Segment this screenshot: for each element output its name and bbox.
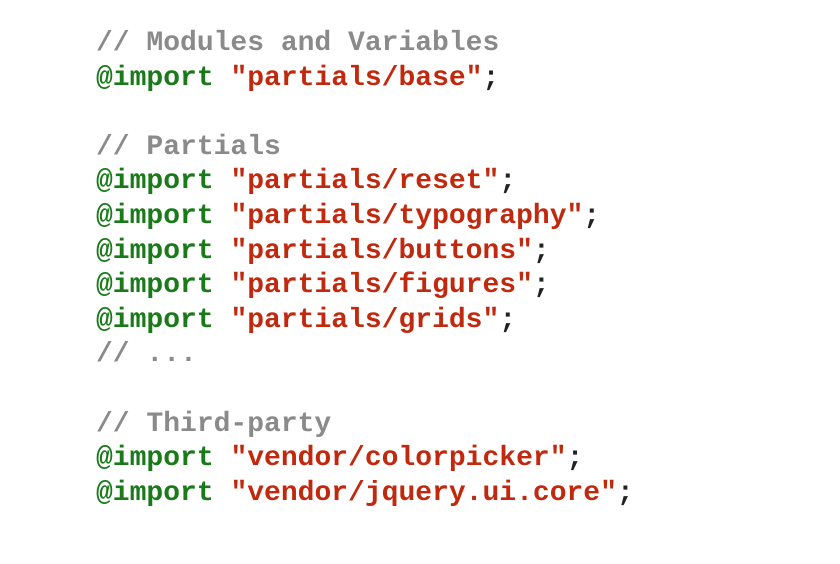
import-keyword: @import: [96, 443, 214, 475]
blank-line: [96, 373, 634, 408]
import-path: "partials/typography": [230, 200, 584, 232]
code-comment: // Partials: [96, 131, 634, 166]
import-keyword: @import: [96, 270, 214, 302]
semicolon: ;: [566, 443, 584, 475]
code-block: // Modules and Variables@import "partial…: [96, 27, 634, 511]
semicolon: ;: [499, 166, 517, 198]
semicolon: ;: [499, 304, 517, 336]
code-import-line: @import "partials/base";: [96, 62, 634, 97]
code-import-line: @import "partials/buttons";: [96, 235, 634, 270]
code-import-line: @import "vendor/colorpicker";: [96, 442, 634, 477]
comment-text: // Partials: [96, 131, 281, 163]
import-path: "partials/buttons": [230, 235, 533, 267]
semicolon: ;: [532, 270, 550, 302]
import-keyword: @import: [96, 166, 214, 198]
comment-text: // ...: [96, 339, 197, 371]
import-keyword: @import: [96, 200, 214, 232]
import-keyword: @import: [96, 235, 214, 267]
import-keyword: @import: [96, 477, 214, 509]
code-import-line: @import "partials/grids";: [96, 304, 634, 339]
blank-line: [96, 96, 634, 131]
import-path: "vendor/jquery.ui.core": [230, 477, 617, 509]
code-comment: // Third-party: [96, 408, 634, 443]
code-import-line: @import "partials/reset";: [96, 165, 634, 200]
import-path: "vendor/colorpicker": [230, 443, 567, 475]
semicolon: ;: [616, 477, 634, 509]
import-keyword: @import: [96, 62, 214, 94]
code-comment: // Modules and Variables: [96, 27, 634, 62]
code-import-line: @import "partials/figures";: [96, 269, 634, 304]
code-import-line: @import "vendor/jquery.ui.core";: [96, 477, 634, 512]
semicolon: ;: [583, 200, 601, 232]
code-import-line: @import "partials/typography";: [96, 200, 634, 235]
import-keyword: @import: [96, 304, 214, 336]
code-comment: // ...: [96, 338, 634, 373]
import-path: "partials/reset": [230, 166, 500, 198]
semicolon: ;: [532, 235, 550, 267]
import-path: "partials/figures": [230, 270, 533, 302]
comment-text: // Third-party: [96, 408, 332, 440]
import-path: "partials/base": [230, 62, 483, 94]
comment-text: // Modules and Variables: [96, 28, 500, 59]
semicolon: ;: [482, 62, 500, 94]
import-path: "partials/grids": [230, 304, 500, 336]
